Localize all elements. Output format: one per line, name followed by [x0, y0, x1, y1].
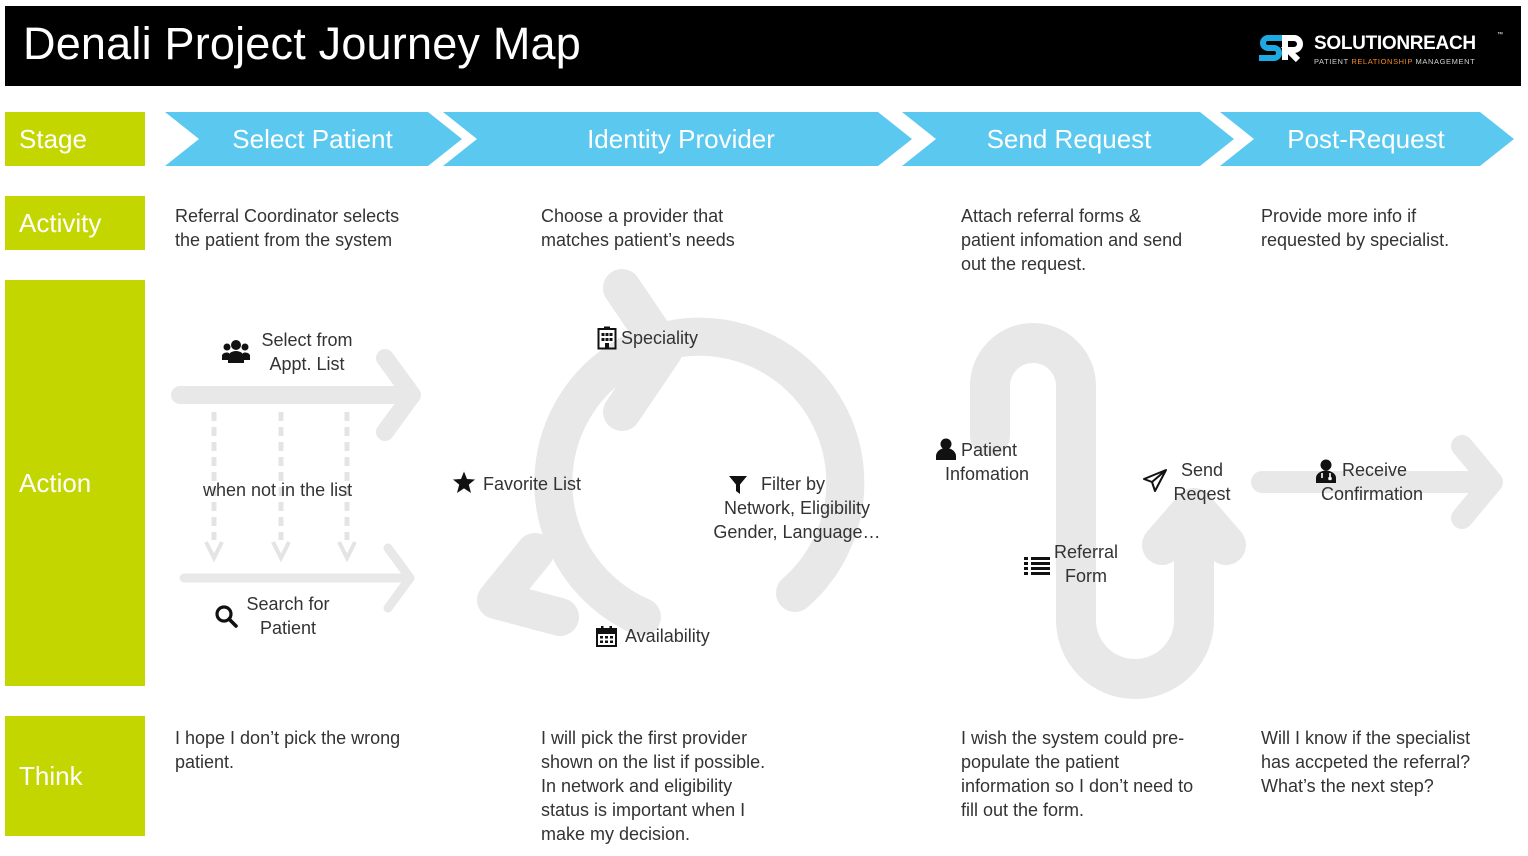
stage-chevrons	[165, 112, 1514, 166]
calendar-icon	[596, 626, 617, 647]
building-icon	[597, 326, 617, 350]
post-flow-arrow	[1251, 435, 1503, 529]
row-label-action: Action	[5, 280, 145, 686]
stage-select-patient: Select Patient	[232, 124, 393, 154]
filter-icon	[729, 476, 747, 494]
dashed-connectors	[211, 412, 350, 540]
stage-send-request: Send Request	[986, 124, 1152, 154]
filter-by-label: Filter by	[761, 474, 826, 494]
availability-label: Availability	[625, 626, 710, 646]
list-icon	[1024, 557, 1050, 575]
patient-info-label-2: Infomation	[945, 464, 1030, 484]
logo-trademark: ™	[1497, 32, 1503, 38]
solutionreach-logo: SOLUTIONREACH ™ PATIENT RELATIONSHIP MAN…	[1259, 30, 1509, 70]
person-icon	[936, 438, 956, 460]
cycle-arrows	[477, 269, 865, 636]
paper-plane-icon	[1143, 469, 1167, 492]
speciality-label: Speciality	[621, 328, 699, 348]
logo-tagline: PATIENT RELATIONSHIP MANAGEMENT	[1314, 57, 1476, 66]
row-label-stage: Stage	[5, 112, 145, 166]
chevron-post-request	[1220, 112, 1514, 166]
when-not-in-list-label: when not in the list	[203, 480, 353, 500]
search-icon	[215, 605, 238, 628]
doctor-icon	[1316, 459, 1336, 483]
logo-name: SOLUTIONREACH	[1314, 33, 1476, 54]
header-bar: Denali Project Journey Map SOLUTIONREACH…	[5, 6, 1521, 86]
receive-label: Receive	[1342, 460, 1408, 480]
think-send-request: I wish the system could pre-populate the…	[961, 728, 1194, 820]
sr-logo-icon	[1259, 35, 1303, 63]
favorite-list-label: Favorite List	[483, 474, 582, 494]
confirmation-label: Confirmation	[1321, 484, 1424, 504]
page-title: Denali Project Journey Map	[23, 18, 581, 69]
chevron-send-request	[902, 112, 1234, 166]
chevron-select-patient	[165, 112, 462, 166]
patient-info-label-1: Patient	[961, 440, 1018, 460]
star-icon	[453, 471, 475, 493]
activity-send-request: Attach referral forms &patient infomatio…	[961, 206, 1183, 274]
stage-identity-provider: Identity Provider	[587, 124, 775, 154]
dashed-arrowheads	[204, 541, 357, 563]
row-label-think: Think	[5, 716, 145, 836]
stage-post-request: Post-Request	[1287, 124, 1445, 154]
send-flow-arrow	[970, 323, 1246, 699]
chevron-identity-provider	[443, 112, 912, 166]
group-icon	[222, 340, 250, 363]
row-label-activity: Activity	[5, 196, 145, 250]
select-flow-arrows	[171, 349, 421, 613]
